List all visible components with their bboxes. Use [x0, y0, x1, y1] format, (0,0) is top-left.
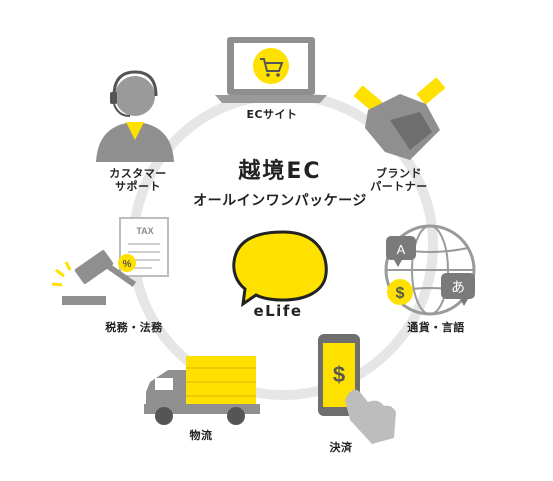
handshake-icon — [353, 77, 446, 160]
smartphone-dollar-icon — [318, 334, 396, 444]
laptop-cart-icon — [215, 37, 327, 103]
label-customer-support-line1: カスタマー — [109, 167, 167, 180]
label-payment: 決済 — [329, 441, 353, 454]
percent-text: % — [123, 259, 132, 270]
brand-name: eLife — [253, 302, 303, 320]
phone-dollar-text: $ — [333, 362, 345, 387]
center-subtitle: オールインワンパッケージ — [193, 193, 367, 209]
label-brand-partner: ブランド パートナー — [364, 167, 434, 193]
operator-icon — [96, 70, 174, 162]
label-brand-partner-line2: パートナー — [370, 180, 428, 193]
elife-bubble-icon — [232, 230, 328, 308]
label-currency-language: 通貨・言語 — [407, 321, 465, 334]
truck-icon — [144, 356, 260, 425]
globe-icon — [384, 224, 476, 316]
label-brand-partner-line1: ブランド — [376, 167, 422, 180]
label-customer-support-line2: サポート — [115, 180, 161, 193]
label-customer-support: カスタマー サポート — [98, 167, 178, 193]
tax-doc-text: TAX — [136, 226, 153, 236]
letter-a-text: A — [397, 242, 406, 257]
center-title: 越境EC — [238, 159, 322, 184]
gavel-tax-icon — [51, 217, 169, 305]
globe-dollar-text: $ — [396, 285, 405, 302]
label-tax-legal: 税務・法務 — [105, 321, 163, 334]
letter-hiragana-text: あ — [451, 280, 465, 296]
label-ec-site: ECサイト — [246, 108, 298, 121]
label-logistics: 物流 — [189, 429, 213, 442]
